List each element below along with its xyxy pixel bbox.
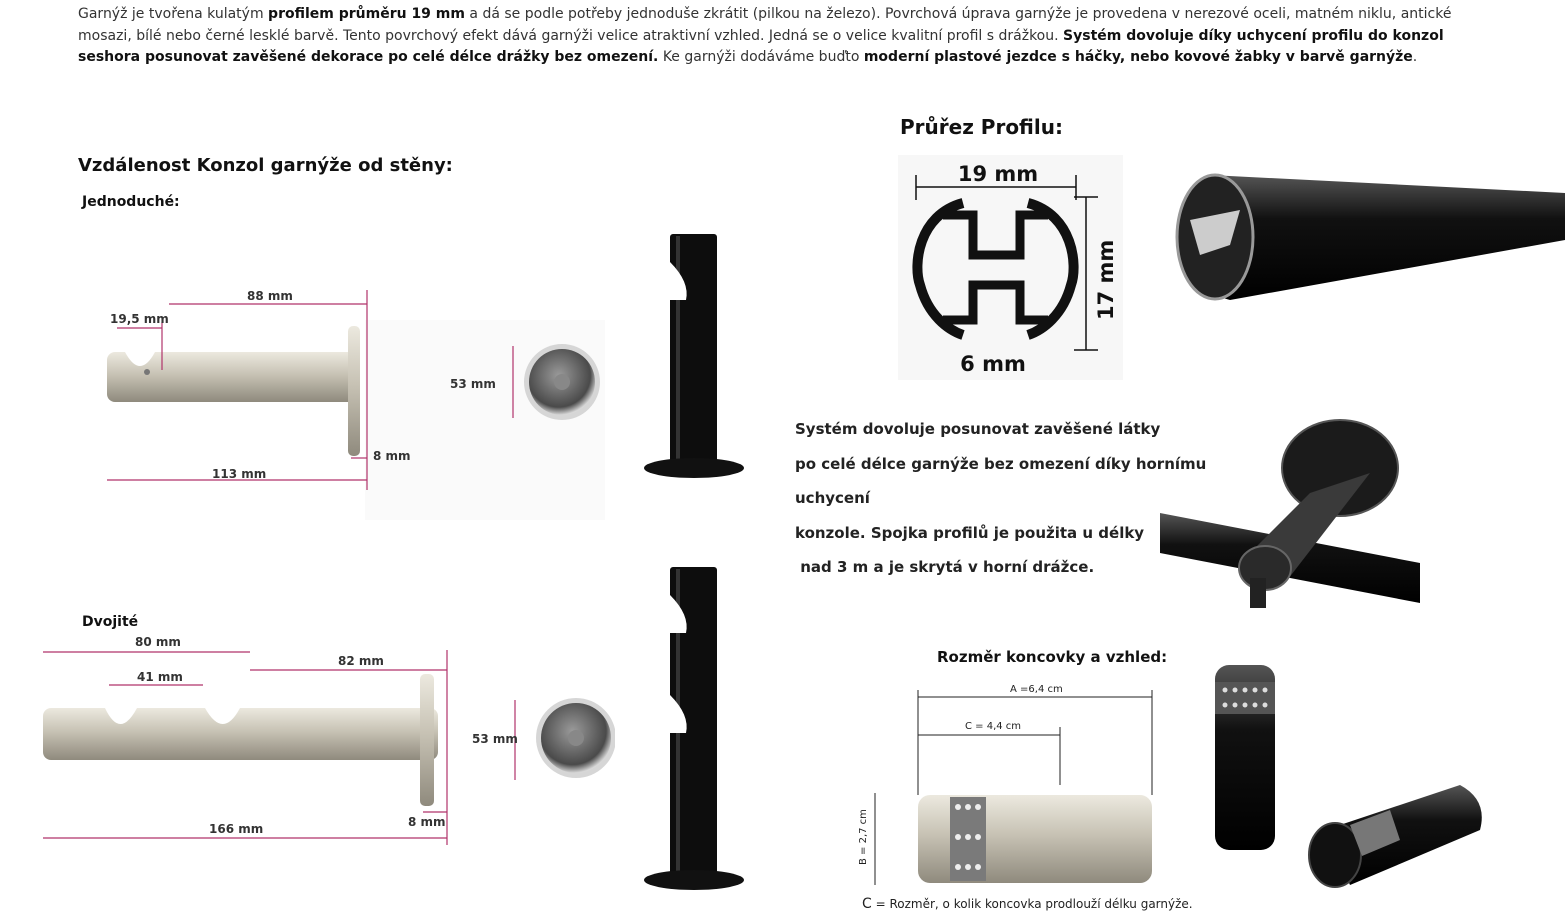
endcap-title: Rozměr koncovky a vzhled: [937, 648, 1168, 666]
intro-bold-1: profilem průměru 19 mm [268, 6, 465, 22]
double-dim-b: 41 mm [137, 670, 183, 684]
double-label: Dvojité [82, 614, 139, 630]
system-line-2: po celé délce garnýže bez omezení díky h… [795, 454, 1207, 508]
bracket-rod-photo [1160, 419, 1420, 608]
double-dim-e: 166 mm [209, 822, 263, 836]
double-dim-f: 53 mm [472, 732, 518, 746]
double-bracket-diagram: 80 mm 41 mm 82 mm 8 mm 166 mm 53 mm [43, 635, 615, 845]
single-rod-shape [107, 352, 357, 402]
profile-width: 19 mm [958, 162, 1038, 186]
double-dim-d: 8 mm [408, 815, 446, 829]
endcap-dim-a: A =6,4 cm [1010, 684, 1063, 695]
double-dim-a: 80 mm [135, 635, 181, 649]
single-dim-b: 88 mm [247, 289, 293, 303]
intro-text-2: a dá se podle potřeby jednoduše zkrátit … [78, 6, 1452, 44]
single-dim-d: 113 mm [212, 467, 266, 481]
section-title-distance: Vzdálenost Konzol garnýže od stěny: [78, 155, 453, 176]
single-bracket-diagram: 19,5 mm 88 mm 8 mm 113 mm 53 mm [107, 289, 605, 520]
system-description: Systém dovoluje posunovat zavěšené látky… [795, 412, 1235, 585]
single-black-bracket [644, 234, 744, 478]
endcap-caption-text: = Rozměr, o kolik koncovka prodlouží dél… [871, 897, 1193, 911]
single-label: Jednoduché: [82, 194, 180, 210]
black-endcap-photo [1215, 665, 1482, 888]
black-rod-photo [1175, 173, 1565, 301]
intro-bold-2: Systém dovoluje díky uchycení profilu do… [78, 27, 1444, 66]
profile-groove: 6 mm [960, 352, 1026, 376]
double-rod-shape [43, 708, 438, 760]
endcap-dim-c: C = 4,4 cm [965, 721, 1021, 732]
profile-height: 17 mm [1094, 240, 1118, 320]
single-dim-e: 53 mm [450, 377, 496, 391]
single-dim-c: 8 mm [373, 449, 411, 463]
double-black-bracket [644, 567, 744, 890]
endcap-diagram: A =6,4 cm C = 4,4 cm B = 2,7 cm [858, 684, 1153, 885]
endcap-dim-b: B = 2,7 cm [858, 809, 869, 865]
endcap-caption-c: C [862, 896, 872, 912]
endcap-caption: C = Rozměr, o kolik koncovka prodlouží d… [862, 896, 1193, 912]
double-dim-c: 82 mm [338, 654, 384, 668]
intro-bold-3: moderní plastové jezdce s háčky, nebo ko… [863, 49, 1413, 65]
single-dim-a: 19,5 mm [110, 312, 169, 326]
intro-paragraph: Garnýž je tvořena kulatým profilem průmě… [78, 4, 1478, 69]
intro-text-3: Ke garnýži dodáváme buďto [658, 49, 864, 65]
intro-text-4: . [1412, 49, 1418, 65]
profile-cross-section: 19 mm 17 mm 6 mm [898, 155, 1123, 380]
profile-title: Průřez Profilu: [900, 115, 1063, 139]
system-line-3: konzole. Spojka profilů je použita u dél… [795, 523, 1145, 542]
intro-text-1: Garnýž je tvořena kulatým [78, 6, 269, 22]
system-line-1: Systém dovoluje posunovat zavěšené látky [795, 420, 1161, 438]
system-line-4: nad 3 m a je skrytá v horní drážce. [795, 558, 1095, 576]
